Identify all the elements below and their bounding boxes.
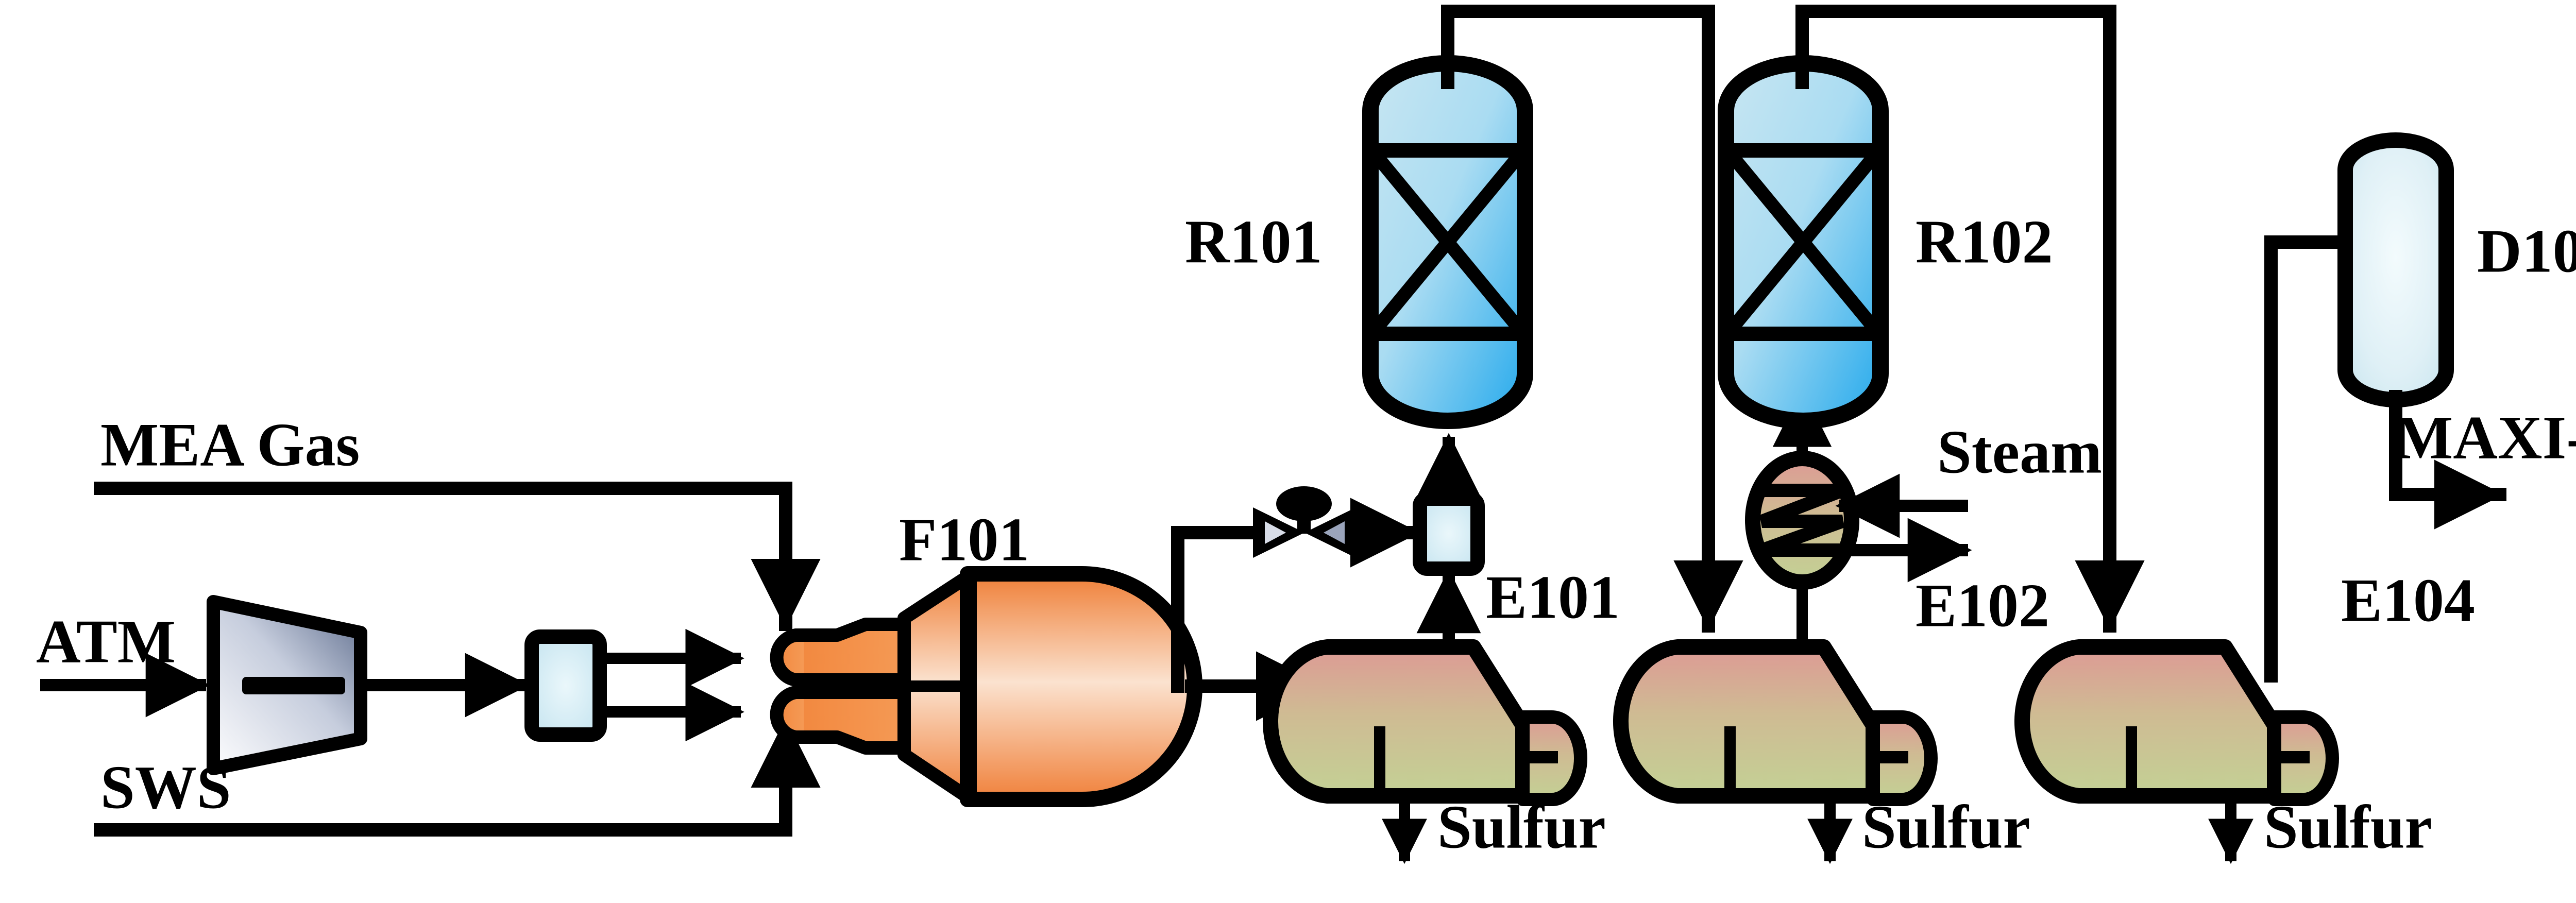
inline-heater-icon [1413,491,1485,576]
blower-shaft-icon [242,677,345,694]
e101-label: E101 [1486,563,1620,632]
steam-label: Steam [1937,418,2102,486]
drum-d104: D104 [2337,132,2576,407]
condenser-e101: E101 [1263,563,1620,806]
steam-stream: Steam E102 [1803,418,2102,640]
e104-sulfur-label: Sulfur [2264,793,2432,861]
furnace-chamber [960,566,1202,807]
control-valve[interactable] [1253,486,1356,558]
r101-label: R101 [1185,208,1323,276]
r102-label: R102 [1916,208,2053,276]
r102-to-e104-pipe [1795,5,2145,633]
condenser-e102 [1613,639,1938,806]
air-preheater [524,629,607,742]
e101-shell [1263,639,1531,804]
air-blower [207,595,367,775]
furnace-label: F101 [899,505,1029,574]
condenser-e104: E104 [2014,566,2475,806]
e102-sulfur-label: Sulfur [1862,793,2030,861]
steam-reheater-e102 [1745,451,1859,590]
atm-label: ATM [36,607,176,676]
r102-catalyst-bed-icon-b [1724,149,1882,335]
mea-gas-pipe [94,482,821,631]
r101-to-e102-pipe [1441,5,1743,633]
steam-exchanger-coil-icon [1759,484,1845,557]
e101-sulfur-outlet: Sulfur [1382,793,1606,864]
furnace-bypass-riser [1171,526,1259,693]
furnace-f101: F101 [770,505,1202,807]
mea-gas-label: MEA Gas [100,411,360,479]
furnace-nozzle-cap-lower [770,686,804,744]
atm-stream: ATM [36,607,210,718]
d104-label: D104 [2477,217,2576,285]
e102-sulfur-outlet: Sulfur [1807,793,2030,864]
furnace-burner-lower [789,686,913,755]
d104-shell [2337,132,2454,407]
r101-catalyst-bed-icon-b [1369,149,1527,335]
e104-shell [2014,639,2282,804]
r101-inline-heater [1413,491,1485,576]
control-valve-left-seat [1265,521,1286,544]
e101-sulfur-label: Sulfur [1437,793,1606,861]
reactor-r102: R102 [1718,55,2053,429]
mea-gas-stream: MEA Gas [94,411,821,631]
control-valve-right-seat [1324,521,1345,544]
e104-label: E104 [2341,566,2475,635]
e104-to-d104-pipe [2264,235,2356,683]
e104-sulfur-outlet: Sulfur [2208,793,2432,864]
reactor-r101: R101 [1185,55,1533,429]
e102-label: E102 [1916,571,2049,640]
sws-stream: SWS [94,715,821,837]
maxi-sulf-label: MAXI-SULF [2395,403,2576,472]
maxi-sulf-pipe [2389,390,2506,530]
maxi-sulf-product-stream: MAXI-SULF [2389,390,2576,530]
furnace-burner-upper [789,618,913,687]
furnace-nozzle-cap-upper [770,628,804,687]
e102-shell [1613,639,1881,804]
control-valve-actuator-icon [1276,486,1332,521]
air-preheater-icon [524,629,607,742]
sws-pipe [94,715,821,837]
